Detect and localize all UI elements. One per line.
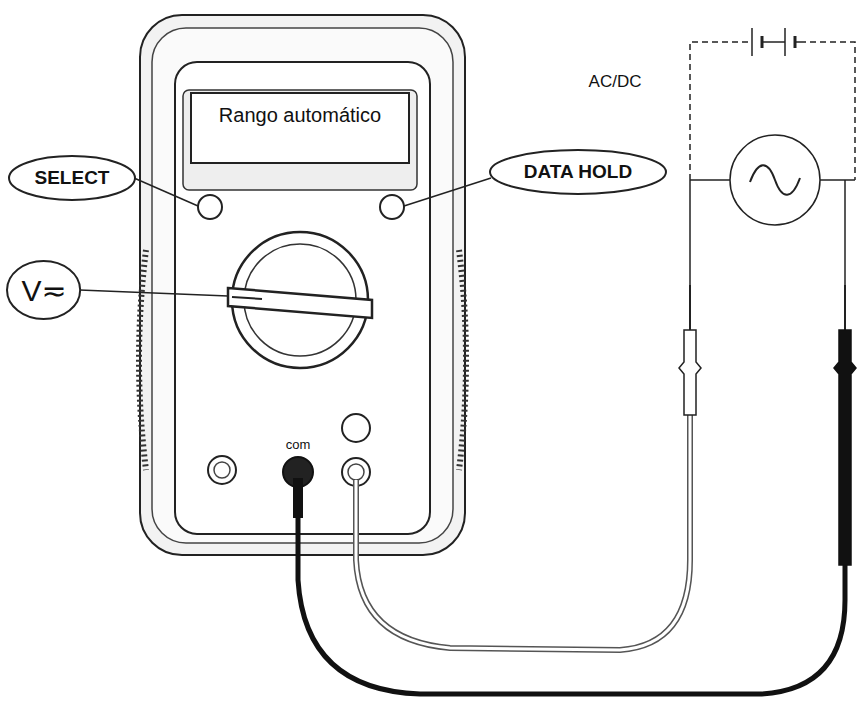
- callout-oval: DATA HOLD: [489, 149, 667, 195]
- jack-hole: [348, 464, 364, 480]
- front-panel: [175, 62, 430, 534]
- node-text: SELECT: [35, 167, 110, 189]
- probe: [834, 330, 856, 565]
- callout-oval: V≂: [6, 260, 81, 320]
- display-bezel: [183, 90, 417, 190]
- hold-button: [380, 195, 404, 219]
- probe: [679, 330, 701, 415]
- dial-knob: [228, 288, 372, 318]
- node-text: Rango automático: [219, 104, 381, 127]
- oval-outline: [7, 261, 80, 319]
- source-label: AC/DC: [589, 72, 642, 92]
- oval-outline: [490, 150, 666, 194]
- jack: [208, 456, 236, 484]
- jack-hole: [214, 462, 230, 478]
- leader-line: [404, 178, 491, 206]
- meter-housing: [140, 15, 465, 555]
- battery-link: [762, 41, 785, 43]
- common-lead: [298, 515, 845, 694]
- node-text: V≂: [21, 273, 66, 308]
- wire: [690, 179, 730, 181]
- probe-tip: [844, 285, 846, 330]
- dc-branch: [690, 42, 855, 180]
- oval-outline: [9, 156, 135, 200]
- battery-link: [795, 41, 800, 43]
- node-text: DATA HOLD: [524, 161, 632, 183]
- probe-tip: [689, 285, 691, 330]
- jack-label: com: [286, 437, 311, 452]
- wire: [689, 180, 691, 287]
- test-lead: [356, 415, 690, 650]
- dial-pointer: [232, 297, 262, 299]
- leader-line: [80, 290, 228, 296]
- select-button: [198, 195, 222, 219]
- battery-cell: [784, 28, 786, 56]
- sine-symbol: [750, 165, 800, 195]
- leader-line: [134, 178, 198, 206]
- plug: [293, 478, 303, 518]
- jack: [342, 414, 370, 442]
- side-grip: [139, 250, 146, 470]
- battery-cell: [751, 28, 753, 56]
- wire: [820, 179, 855, 181]
- display-window: Rango automático: [190, 92, 410, 164]
- wire: [844, 180, 846, 287]
- test-lead: [356, 415, 690, 650]
- side-grip: [459, 250, 466, 470]
- ac-source: [730, 135, 820, 225]
- callout-oval: SELECT: [8, 155, 136, 201]
- housing-rim: [152, 28, 453, 543]
